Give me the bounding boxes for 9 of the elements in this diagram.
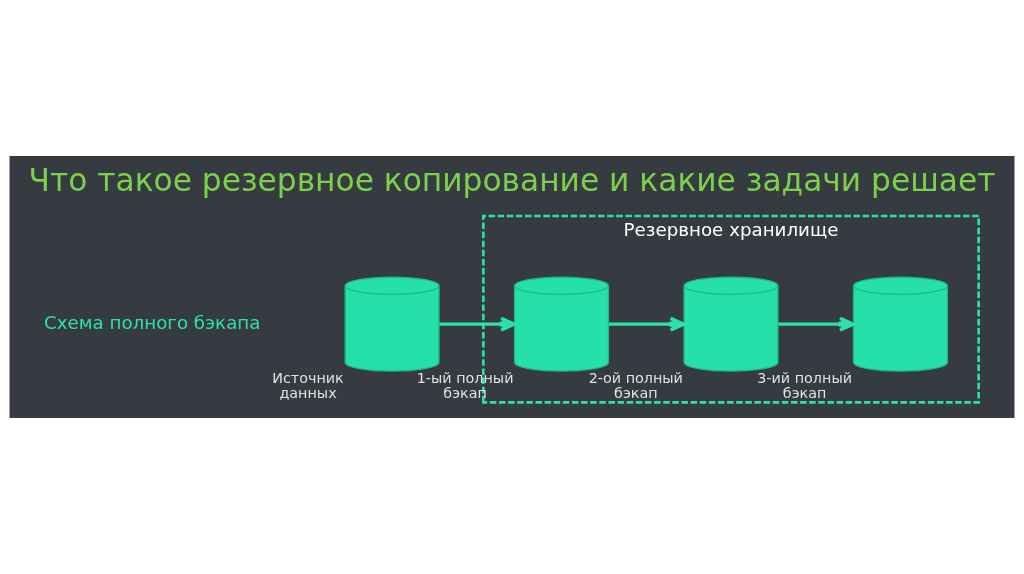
arrow (778, 316, 855, 332)
node-label: 1-ый полный бэкап (416, 369, 514, 402)
arrow (439, 316, 516, 332)
node-label: 3-ий полный бэкап (757, 369, 853, 402)
label: Схема полного бэкапа (44, 311, 261, 333)
node-label: 2-ой полный бэкап (588, 369, 683, 402)
diagram-title: Что такое резервное копирование и какие задачи решает (28, 162, 996, 199)
arrow (608, 316, 686, 332)
node-label: Источник данных (272, 369, 344, 402)
